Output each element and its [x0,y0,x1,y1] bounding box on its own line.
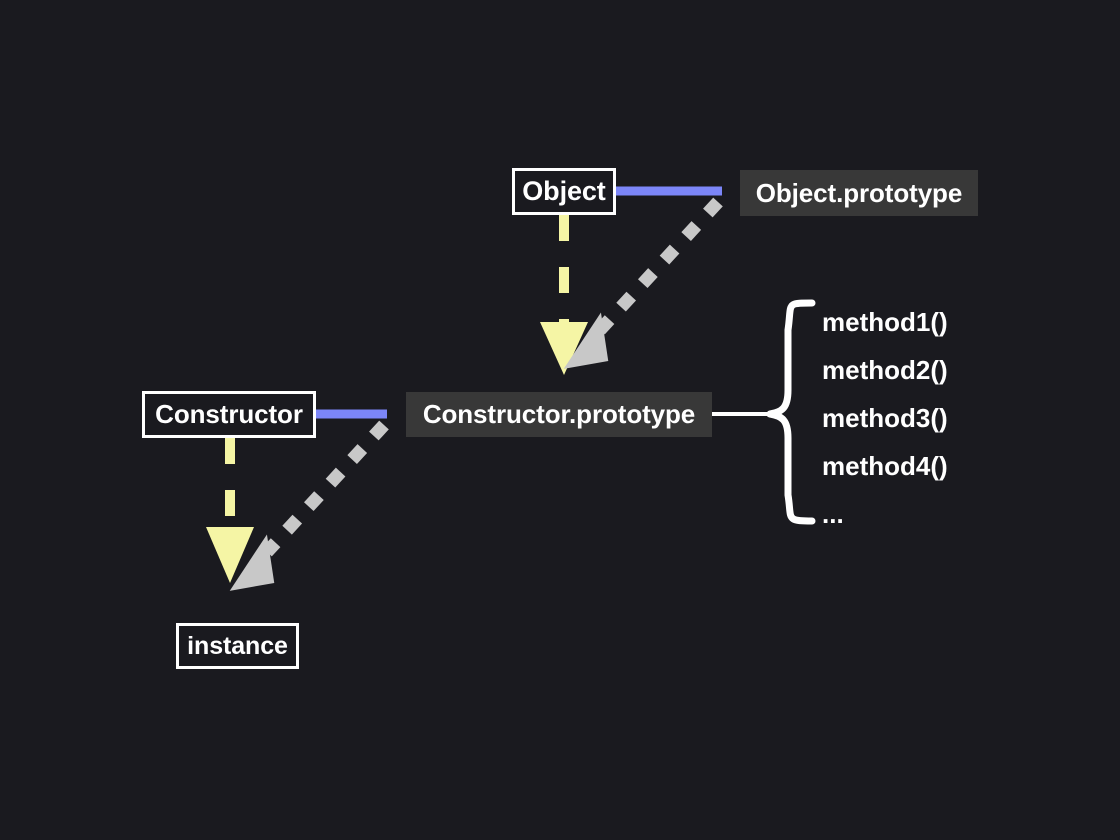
method-item: method1() [822,307,948,337]
node-object-label: Object [522,176,606,206]
method-item: method2() [822,355,948,385]
node-constructor-label: Constructor [155,399,303,429]
method-item: method4() [822,451,948,481]
method-item: method3() [822,403,948,433]
node-constructor-prototype[interactable]: Constructor.prototype [406,392,712,437]
node-instance-label: instance [187,631,288,660]
node-object[interactable]: Object [512,168,616,215]
instantiation-arrow-object [540,215,588,375]
node-instance[interactable]: instance [176,623,299,669]
node-constructor[interactable]: Constructor [142,391,316,438]
methods-list: method1() method2() method3() method4() … [822,298,1012,538]
node-object-prototype-label: Object.prototype [755,177,963,208]
node-constructor-prototype-label: Constructor.prototype [422,399,696,429]
proto-chain-arrow-lower [229,420,389,591]
proto-chain-arrow-upper [563,197,723,369]
instantiation-arrow-constructor [206,438,254,583]
node-object-prototype[interactable]: Object.prototype [740,170,978,216]
methods-brace [766,299,816,525]
method-item-ellipsis: ... [822,499,844,529]
